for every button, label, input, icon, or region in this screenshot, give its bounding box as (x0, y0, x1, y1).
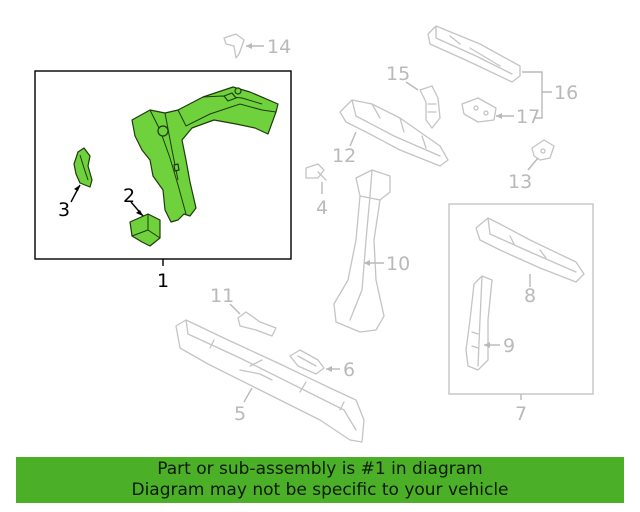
part-9-inner-pillar[interactable] (465, 275, 493, 371)
part-2-bracket[interactable] (129, 213, 161, 247)
part-10-b-pillar[interactable] (333, 169, 391, 333)
callout-label-13[interactable]: 13 (508, 171, 532, 193)
callout-label-5[interactable]: 5 (234, 403, 246, 425)
part-17-plate[interactable] (461, 97, 497, 123)
part-13-bracket[interactable] (531, 139, 555, 161)
callout-label-17[interactable]: 17 (516, 106, 540, 128)
part-8-inner-rail[interactable] (475, 217, 585, 283)
callout-label-9[interactable]: 9 (503, 335, 515, 357)
part-3-bracket[interactable] (73, 147, 93, 188)
callout-label-16[interactable]: 16 (554, 82, 578, 104)
callout-label-15[interactable]: 15 (386, 63, 410, 85)
callout-label-2[interactable]: 2 (123, 185, 135, 207)
part-12-roof-rail[interactable] (339, 99, 449, 167)
part-6-plate[interactable] (289, 349, 325, 375)
banner-line-1: Part or sub-assembly is #1 in diagram (157, 459, 483, 479)
callout-label-1[interactable]: 1 (157, 270, 169, 292)
callout-label-3[interactable]: 3 (58, 199, 70, 221)
part-16-rail[interactable] (427, 25, 521, 83)
callout-label-7[interactable]: 7 (515, 403, 527, 425)
callout-label-6[interactable]: 6 (343, 359, 355, 381)
part-11-bracket[interactable] (237, 311, 277, 337)
callout-label-10[interactable]: 10 (386, 253, 410, 275)
part-1-a-pillar[interactable] (131, 86, 279, 223)
part-15-bracket[interactable] (419, 85, 441, 129)
part-4-bolt[interactable] (305, 163, 327, 181)
callout-label-12[interactable]: 12 (332, 145, 356, 167)
callout-label-4[interactable]: 4 (316, 197, 328, 219)
part-14-clip[interactable] (223, 33, 245, 59)
part-5-rocker[interactable] (175, 319, 365, 443)
callout-label-14[interactable]: 14 (267, 36, 291, 58)
callout-label-11[interactable]: 11 (210, 285, 234, 307)
info-banner: Part or sub-assembly is #1 in diagram Di… (16, 457, 624, 503)
callout-label-8[interactable]: 8 (524, 285, 536, 307)
banner-line-2: Diagram may not be specific to your vehi… (131, 480, 509, 500)
